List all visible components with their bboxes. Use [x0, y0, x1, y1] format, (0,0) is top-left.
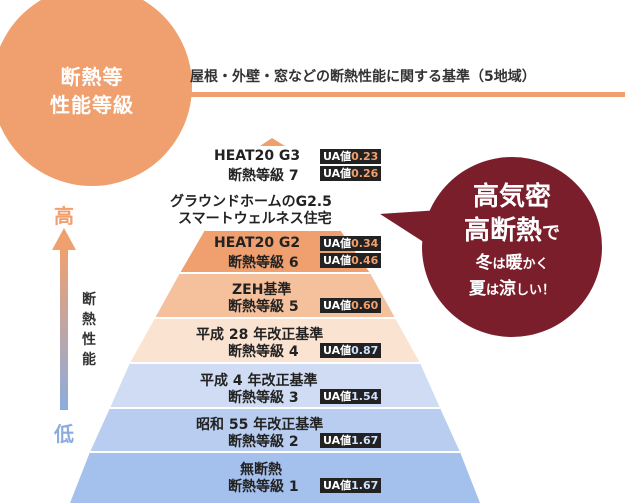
bubble-line3: 冬は暖かく	[475, 253, 549, 273]
level3-grade: 断熱等級 3	[228, 390, 299, 406]
speech-bubble	[380, 157, 602, 337]
level5-ua-badge: UA値0.60	[320, 298, 382, 313]
level7-ua-badge-2: UA値0.26	[320, 166, 382, 181]
header-rule	[165, 92, 625, 97]
level3-name: 平成 4 年改正基準	[200, 373, 318, 389]
level1-ua-badge: UA値1.67	[320, 478, 382, 493]
grade-title-line1: 断熱等	[60, 65, 124, 89]
level6-ua-badge-2: UA値0.46	[320, 253, 382, 268]
level7-name: HEAT20 G3	[214, 148, 301, 164]
bubble-line1: 高気密	[472, 182, 551, 212]
level7-ua-badge-1: UA値0.23	[320, 149, 382, 164]
level3-ua-badge: UA値1.54	[320, 389, 382, 404]
level4-ua-badge: UA値0.87	[320, 343, 382, 358]
pyramid-layer-g25	[205, 186, 340, 230]
level7-grade: 断熱等級 7	[228, 168, 299, 184]
axis-low-label: 低	[54, 422, 74, 446]
bubble-line2: 高断熱で	[463, 216, 560, 246]
g25-name: グラウンドホームのG2.5	[170, 194, 332, 210]
level5-name: ZEH基準	[232, 282, 292, 298]
level2-name: 昭和 55 年改正基準	[196, 417, 324, 433]
level1-name: 無断熱	[240, 462, 282, 478]
grade-title-circle: 断熱等 性能等級	[0, 0, 192, 186]
level6-grade: 断熱等級 6	[228, 255, 299, 271]
bubble-message: 高気密 高断熱で 冬は暖かく 夏は涼しい！	[422, 180, 602, 303]
level1-grade: 断熱等級 1	[228, 479, 299, 495]
pyramid-tip	[260, 138, 285, 146]
grade-title-line2: 性能等級	[50, 93, 134, 117]
axis-high-label: 高	[54, 204, 74, 228]
axis-arrow-icon	[52, 228, 76, 410]
level2-grade: 断熱等級 2	[228, 434, 299, 450]
header-text: 屋根・外壁・窓などの断熱性能に関する基準（5地域）	[190, 69, 536, 85]
g25-sub: スマートウェルネス住宅	[178, 211, 332, 227]
level4-grade: 断熱等級 4	[228, 344, 299, 360]
level4-name: 平成 28 年改正基準	[196, 327, 324, 343]
level6-name: HEAT20 G2	[214, 235, 301, 251]
bubble-line4: 夏は涼しい！	[468, 279, 556, 299]
level5-grade: 断熱等級 5	[228, 299, 299, 315]
level6-ua-badge-1: UA値0.34	[320, 236, 382, 251]
level2-ua-badge: UA値1.67	[320, 433, 382, 448]
axis-title: 断熱性能	[82, 292, 96, 368]
